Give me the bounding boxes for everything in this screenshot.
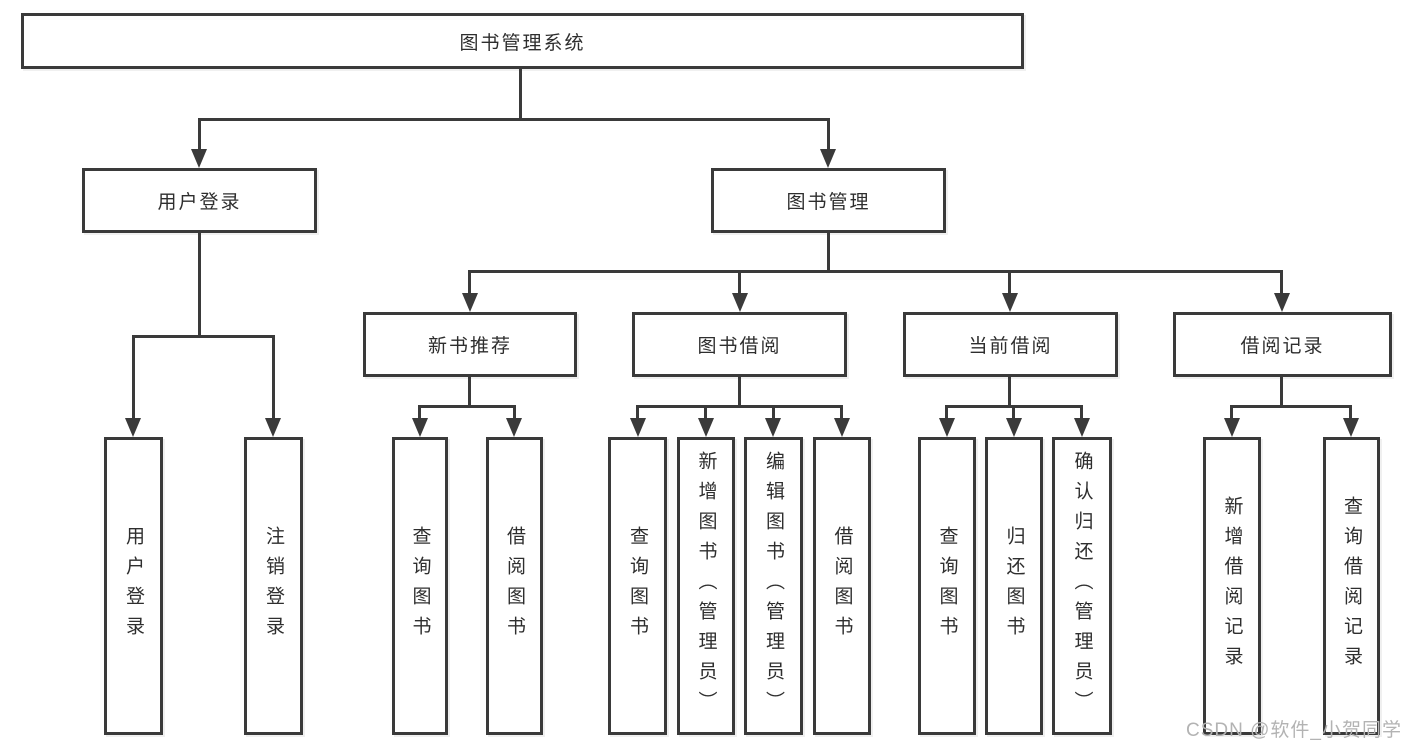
leaf-query-books-borrow: 查询图书 xyxy=(608,437,667,735)
arrow-down-icon xyxy=(412,418,428,437)
connector-borrow-drop-2 xyxy=(704,405,707,420)
connector-bookmgmt-stem xyxy=(827,233,830,273)
arrow-down-icon xyxy=(939,418,955,437)
leaf-query-books-recommend: 查询图书 xyxy=(392,437,448,735)
leaf-logout: 注销登录 xyxy=(244,437,303,735)
connector-current-drop-2 xyxy=(1012,405,1015,420)
connector-bookmgmt-drop-3 xyxy=(1008,270,1011,295)
connector-recommend-drop-2 xyxy=(513,405,516,420)
arrow-down-icon xyxy=(630,418,646,437)
leaf-borrow-books-recommend: 借阅图书 xyxy=(486,437,543,735)
arrow-down-icon xyxy=(834,418,850,437)
connector-bookmgmt-drop-2 xyxy=(738,270,741,295)
connector-recommend-bar xyxy=(418,405,516,408)
arrow-down-icon xyxy=(506,418,522,437)
connector-current-drop-1 xyxy=(945,405,948,420)
node-borrow-records: 借阅记录 xyxy=(1173,312,1392,377)
connector-bookmgmt-bar xyxy=(468,270,1283,273)
arrow-down-icon xyxy=(1274,293,1290,312)
node-new-book-recommend: 新书推荐 xyxy=(363,312,577,377)
leaf-confirm-return-admin: 确认归还（管理员） xyxy=(1052,437,1112,735)
connector-recommend-stem xyxy=(468,377,471,408)
connector-current-drop-3 xyxy=(1080,405,1083,420)
connector-userlogin-bar xyxy=(132,335,275,338)
connector-bookmgmt-drop-4 xyxy=(1280,270,1283,295)
connector-current-stem xyxy=(1008,377,1011,408)
connector-bookmgmt-drop-1 xyxy=(468,270,471,295)
connector-borrow-stem xyxy=(738,377,741,408)
leaf-query-books-current: 查询图书 xyxy=(918,437,976,735)
leaf-edit-book-admin: 编辑图书（管理员） xyxy=(744,437,803,735)
connector-borrow-drop-4 xyxy=(840,405,843,420)
arrow-down-icon xyxy=(732,293,748,312)
leaf-borrow-books: 借阅图书 xyxy=(813,437,871,735)
arrow-down-icon xyxy=(191,149,207,168)
arrow-down-icon xyxy=(125,418,141,437)
connector-root-bar xyxy=(198,118,830,121)
connector-userlogin-drop-2 xyxy=(272,335,275,419)
node-user-login: 用户登录 xyxy=(82,168,317,233)
leaf-add-borrow-record: 新增借阅记录 xyxy=(1203,437,1261,735)
node-book-borrow: 图书借阅 xyxy=(632,312,847,377)
leaf-query-borrow-record: 查询借阅记录 xyxy=(1323,437,1380,735)
arrow-down-icon xyxy=(1224,418,1240,437)
arrow-down-icon xyxy=(820,149,836,168)
leaf-return-book: 归还图书 xyxy=(985,437,1043,735)
arrow-down-icon xyxy=(1343,418,1359,437)
node-book-management: 图书管理 xyxy=(711,168,946,233)
connector-records-stem xyxy=(1280,377,1283,408)
leaf-user-login: 用户登录 xyxy=(104,437,163,735)
arrow-down-icon xyxy=(1002,293,1018,312)
node-book-management-system: 图书管理系统 xyxy=(21,13,1024,69)
connector-borrow-drop-3 xyxy=(772,405,775,420)
connector-userlogin-stem xyxy=(198,233,201,338)
connector-userlogin-drop-1 xyxy=(132,335,135,419)
connector-borrow-drop-1 xyxy=(636,405,639,420)
connector-records-bar xyxy=(1230,405,1352,408)
arrow-down-icon xyxy=(698,418,714,437)
connector-records-drop-2 xyxy=(1349,405,1352,420)
arrow-down-icon xyxy=(462,293,478,312)
arrow-down-icon xyxy=(765,418,781,437)
arrow-down-icon xyxy=(1074,418,1090,437)
connector-borrow-bar xyxy=(636,405,843,408)
connector-root-stem xyxy=(519,68,522,121)
arrow-down-icon xyxy=(265,418,281,437)
connector-recommend-drop-1 xyxy=(418,405,421,420)
arrow-down-icon xyxy=(1006,418,1022,437)
connector-root-drop-left xyxy=(198,118,201,151)
watermark: CSDN @软件_小贺同学 xyxy=(1186,720,1402,741)
connector-root-drop-right xyxy=(827,118,830,151)
node-current-borrow: 当前借阅 xyxy=(903,312,1118,377)
leaf-add-book-admin: 新增图书（管理员） xyxy=(677,437,735,735)
connector-records-drop-1 xyxy=(1230,405,1233,420)
